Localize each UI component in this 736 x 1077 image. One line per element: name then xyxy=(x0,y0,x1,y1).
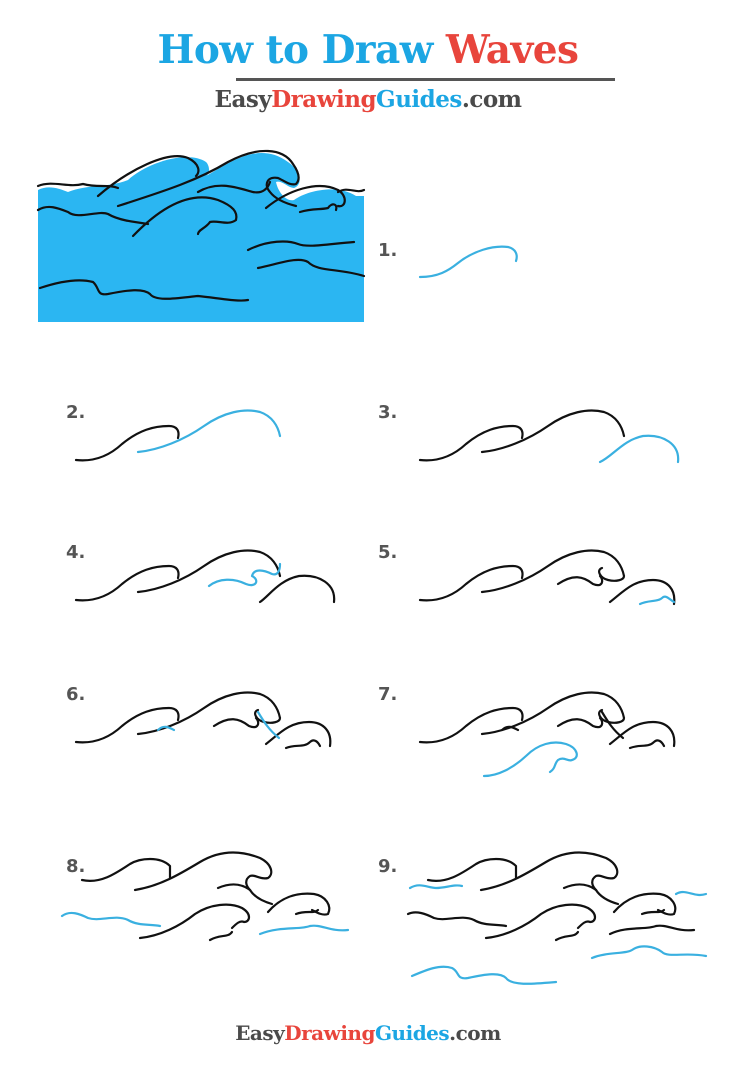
brand-drawing: Drawing xyxy=(271,86,377,113)
step-3-drawing xyxy=(418,409,680,464)
brand-guides: Guides xyxy=(376,86,462,113)
title-subject: Waves xyxy=(445,27,579,73)
step-5-drawing xyxy=(418,549,676,606)
step-4-drawing xyxy=(74,549,336,604)
title-divider xyxy=(236,78,615,81)
page-title: How to Draw Waves xyxy=(0,26,736,74)
step-3-number: 3. xyxy=(378,402,398,423)
step-7-number: 7. xyxy=(378,684,398,705)
water-fill xyxy=(38,153,364,322)
step-1-drawing xyxy=(418,245,518,279)
title-how-to-draw: How to Draw xyxy=(157,27,446,73)
brand-com: .com xyxy=(461,86,522,113)
step-2-drawing xyxy=(74,409,282,462)
footer-brand-drawing: Drawing xyxy=(284,1021,375,1045)
step-2-number: 2. xyxy=(66,402,86,423)
footer-brand-guides: Guides xyxy=(374,1021,450,1045)
footer-brand-com: .com xyxy=(449,1021,501,1045)
step-6-drawing xyxy=(74,691,332,750)
footer-brand-easy: Easy xyxy=(235,1021,285,1045)
step-9-drawing xyxy=(406,851,708,985)
brand-logo-top: EasyDrawingGuides.com xyxy=(0,85,736,115)
step-8-number: 8. xyxy=(66,856,86,877)
brand-logo-bottom: EasyDrawingGuides.com xyxy=(0,1020,736,1046)
step-4-number: 4. xyxy=(66,542,86,563)
step-8-drawing xyxy=(60,851,350,942)
final-waves-illustration xyxy=(36,149,366,322)
step-1-number: 1. xyxy=(378,240,398,261)
step-6-number: 6. xyxy=(66,684,86,705)
step-7-drawing xyxy=(418,691,676,778)
step-9-number: 9. xyxy=(378,856,398,877)
brand-easy: Easy xyxy=(214,86,272,113)
step-5-number: 5. xyxy=(378,542,398,563)
